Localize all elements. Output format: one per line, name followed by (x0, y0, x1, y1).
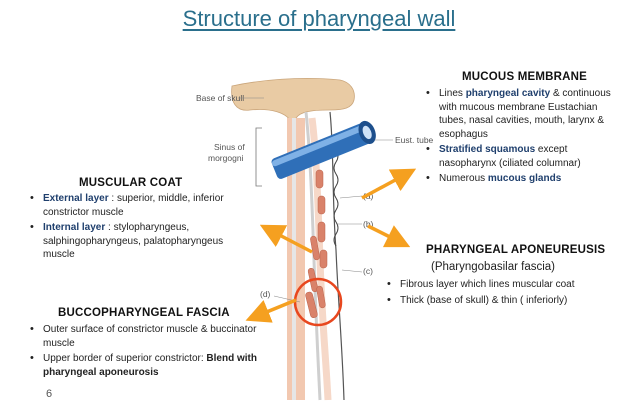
arrow-aponeurosis (367, 224, 411, 248)
label-d: (d) (260, 289, 271, 299)
bucco-heading: BUCCOPHARYNGEAL FASCIA (58, 307, 230, 319)
arrow-mucous (361, 168, 417, 200)
page-title: Structure of pharyngeal wall (182, 6, 456, 31)
aponeurosis-subheading: (Pharyngobasilar fascia) (431, 261, 556, 273)
sinus-label-line1: Sinus of (214, 142, 245, 152)
mucous-list: Lines pharyngeal cavity & continuous wit… (424, 87, 620, 188)
sinus-label-line2: morgogni (208, 153, 244, 163)
mucous-item-1: Lines pharyngeal cavity & continuous wit… (424, 87, 620, 141)
aponeurosis-item-1: Fibrous layer which lines muscular coat (385, 278, 630, 292)
eustachian-tube (271, 120, 376, 179)
muscular-list: External layer : superior, middle, infer… (28, 192, 236, 264)
mucous-heading: MUCOUS MEMBRANE (462, 71, 588, 83)
muscular-item-1: External layer : superior, middle, infer… (28, 192, 236, 219)
aponeurosis-list: Fibrous layer which lines muscular coat … (385, 278, 630, 309)
mucous-item-3: Numerous mucous glands (424, 172, 620, 186)
base-of-skull-label: Base of skull (196, 93, 244, 103)
aponeurosis-heading: PHARYNGEAL APONEUREUSIS (426, 244, 606, 256)
muscle-bundles (305, 169, 328, 318)
muscular-item-2: Internal layer : stylopharyngeus, salphi… (28, 221, 236, 262)
page-number: 6 (46, 388, 53, 400)
arrow-muscular (259, 224, 313, 254)
aponeurosis-item-2: Thick (base of skull) & thin ( inferiorl… (385, 294, 630, 308)
arrow-bucco (245, 298, 297, 323)
bucco-list: Outer surface of constrictor muscle & bu… (28, 323, 260, 381)
bucco-item-2: Upper border of superior constrictor: Bl… (28, 352, 260, 379)
mucous-item-2: Stratified squamous except nasopharynx (… (424, 143, 620, 170)
label-c: (c) (363, 266, 373, 276)
bucco-item-1: Outer surface of constrictor muscle & bu… (28, 323, 260, 350)
label-b: (b) (363, 219, 374, 229)
wavy-fascia (333, 149, 339, 247)
eust-tube-label: Eust. tube (395, 135, 434, 145)
base-of-skull-shape (231, 77, 355, 125)
muscular-heading: MUSCULAR COAT (79, 177, 183, 189)
